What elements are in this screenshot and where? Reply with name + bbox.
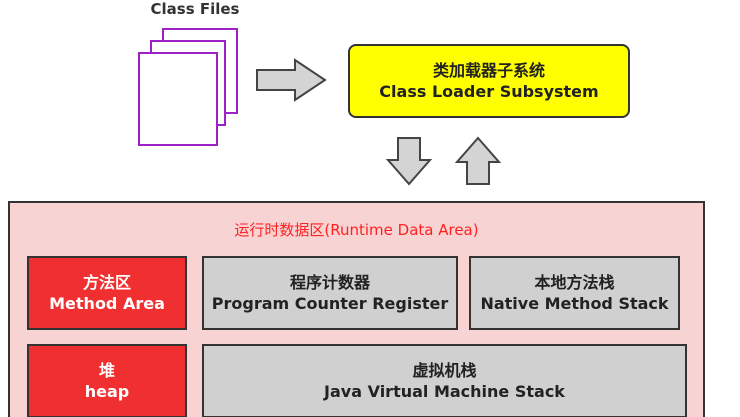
heap-cell: 堆 heap (27, 344, 187, 417)
method-area-cell: 方法区 Method Area (27, 256, 187, 330)
heap-en-label: heap (84, 382, 130, 401)
jvm-stack-cell: 虚拟机栈 Java Virtual Machine Stack (202, 344, 687, 417)
down-arrow-icon (385, 137, 433, 186)
class-loader-en-label: Class Loader Subsystem (379, 82, 599, 101)
native-method-stack-cn-label: 本地方法栈 (534, 273, 615, 292)
program-counter-en-label: Program Counter Register (211, 294, 449, 313)
class-file-sheet-front (138, 52, 218, 146)
class-loader-subsystem-box: 类加载器子系统 Class Loader Subsystem (348, 44, 630, 118)
runtime-data-area: 运行时数据区(Runtime Data Area) 方法区 Method Are… (8, 201, 705, 417)
native-method-stack-cell: 本地方法栈 Native Method Stack (469, 256, 680, 330)
program-counter-cn-label: 程序计数器 (289, 273, 370, 292)
class-files-title: Class Files (150, 0, 240, 18)
up-arrow-icon (454, 136, 502, 185)
runtime-data-area-title: 运行时数据区(Runtime Data Area) (234, 221, 479, 239)
native-method-stack-en-label: Native Method Stack (480, 294, 669, 313)
method-area-cn-label: 方法区 (82, 273, 131, 292)
jvm-stack-en-label: Java Virtual Machine Stack (324, 382, 565, 401)
class-loader-cn-label: 类加载器子系统 (432, 61, 545, 80)
method-area-en-label: Method Area (49, 294, 165, 313)
heap-cn-label: 堆 (98, 361, 115, 380)
jvm-stack-cn-label: 虚拟机栈 (412, 361, 477, 380)
right-arrow-icon (256, 58, 327, 102)
program-counter-register-cell: 程序计数器 Program Counter Register (202, 256, 458, 330)
